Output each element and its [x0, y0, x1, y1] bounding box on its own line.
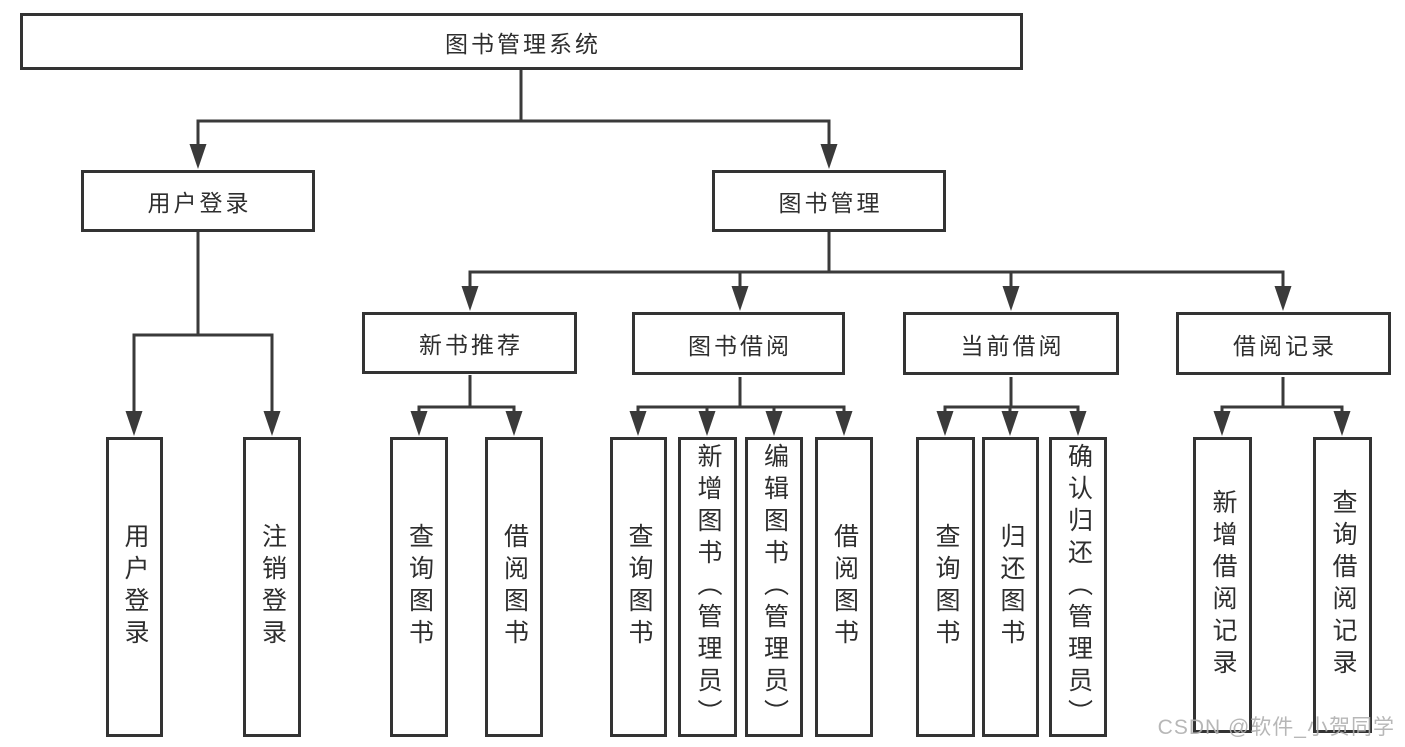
- leaf-query-book-borrow: 查询图书: [610, 437, 667, 737]
- leaf-borrow-book-recommend: 借阅图书: [485, 437, 543, 737]
- node-current-borrow: 当前借阅: [903, 312, 1119, 375]
- node-user-login: 用户登录: [81, 170, 315, 232]
- leaf-edit-book-admin-label: 编辑图书（管理员）: [760, 443, 789, 731]
- leaf-query-book-current-label: 查询图书: [932, 523, 960, 651]
- leaf-return-book-label: 归还图书: [997, 523, 1025, 651]
- leaf-borrow-book-recommend-label: 借阅图书: [500, 523, 529, 651]
- leaf-borrow-book-label: 借阅图书: [830, 523, 859, 651]
- node-book-management: 图书管理: [712, 170, 946, 232]
- leaf-query-borrow-record: 查询借阅记录: [1313, 437, 1372, 733]
- node-borrow-record-label: 借阅记录: [1233, 332, 1337, 359]
- node-book-management-label: 图书管理: [778, 190, 883, 216]
- node-user-login-label: 用户登录: [147, 190, 252, 216]
- leaf-user-login-label: 用户登录: [121, 523, 149, 651]
- leaf-borrow-book: 借阅图书: [815, 437, 873, 737]
- leaf-add-borrow-record: 新增借阅记录: [1193, 437, 1252, 733]
- node-root-label: 图书管理系统: [445, 30, 601, 57]
- leaf-logout-login-label: 注销登录: [258, 523, 287, 651]
- node-borrow-record: 借阅记录: [1176, 312, 1391, 375]
- watermark: CSDN @软件_小贺同学: [1157, 716, 1395, 739]
- leaf-confirm-return-admin: 确认归还（管理员）: [1049, 437, 1107, 737]
- arrowhead-icons: [125, 144, 1351, 436]
- leaf-return-book: 归还图书: [982, 437, 1039, 737]
- node-current-borrow-label: 当前借阅: [960, 332, 1065, 359]
- leaf-query-borrow-record-label: 查询借阅记录: [1329, 489, 1357, 681]
- leaf-query-book-recommend: 查询图书: [390, 437, 448, 737]
- leaf-query-book-recommend-label: 查询图书: [405, 523, 434, 651]
- leaf-query-book-borrow-label: 查询图书: [625, 523, 653, 651]
- node-root: 图书管理系统: [20, 13, 1023, 70]
- leaf-edit-book-admin: 编辑图书（管理员）: [745, 437, 803, 737]
- leaf-add-borrow-record-label: 新增借阅记录: [1209, 489, 1237, 681]
- leaf-add-book-admin-label: 新增图书（管理员）: [694, 443, 722, 731]
- leaf-logout-login: 注销登录: [243, 437, 301, 737]
- node-new-book-recommend: 新书推荐: [362, 312, 577, 374]
- leaf-confirm-return-admin-label: 确认归还（管理员）: [1064, 443, 1093, 731]
- leaf-query-book-current: 查询图书: [916, 437, 975, 737]
- node-new-book-recommend-label: 新书推荐: [419, 332, 523, 358]
- leaf-user-login: 用户登录: [106, 437, 163, 737]
- node-book-borrow-label: 图书借阅: [688, 332, 792, 359]
- leaf-add-book-admin: 新增图书（管理员）: [678, 437, 737, 737]
- node-book-borrow: 图书借阅: [632, 312, 845, 375]
